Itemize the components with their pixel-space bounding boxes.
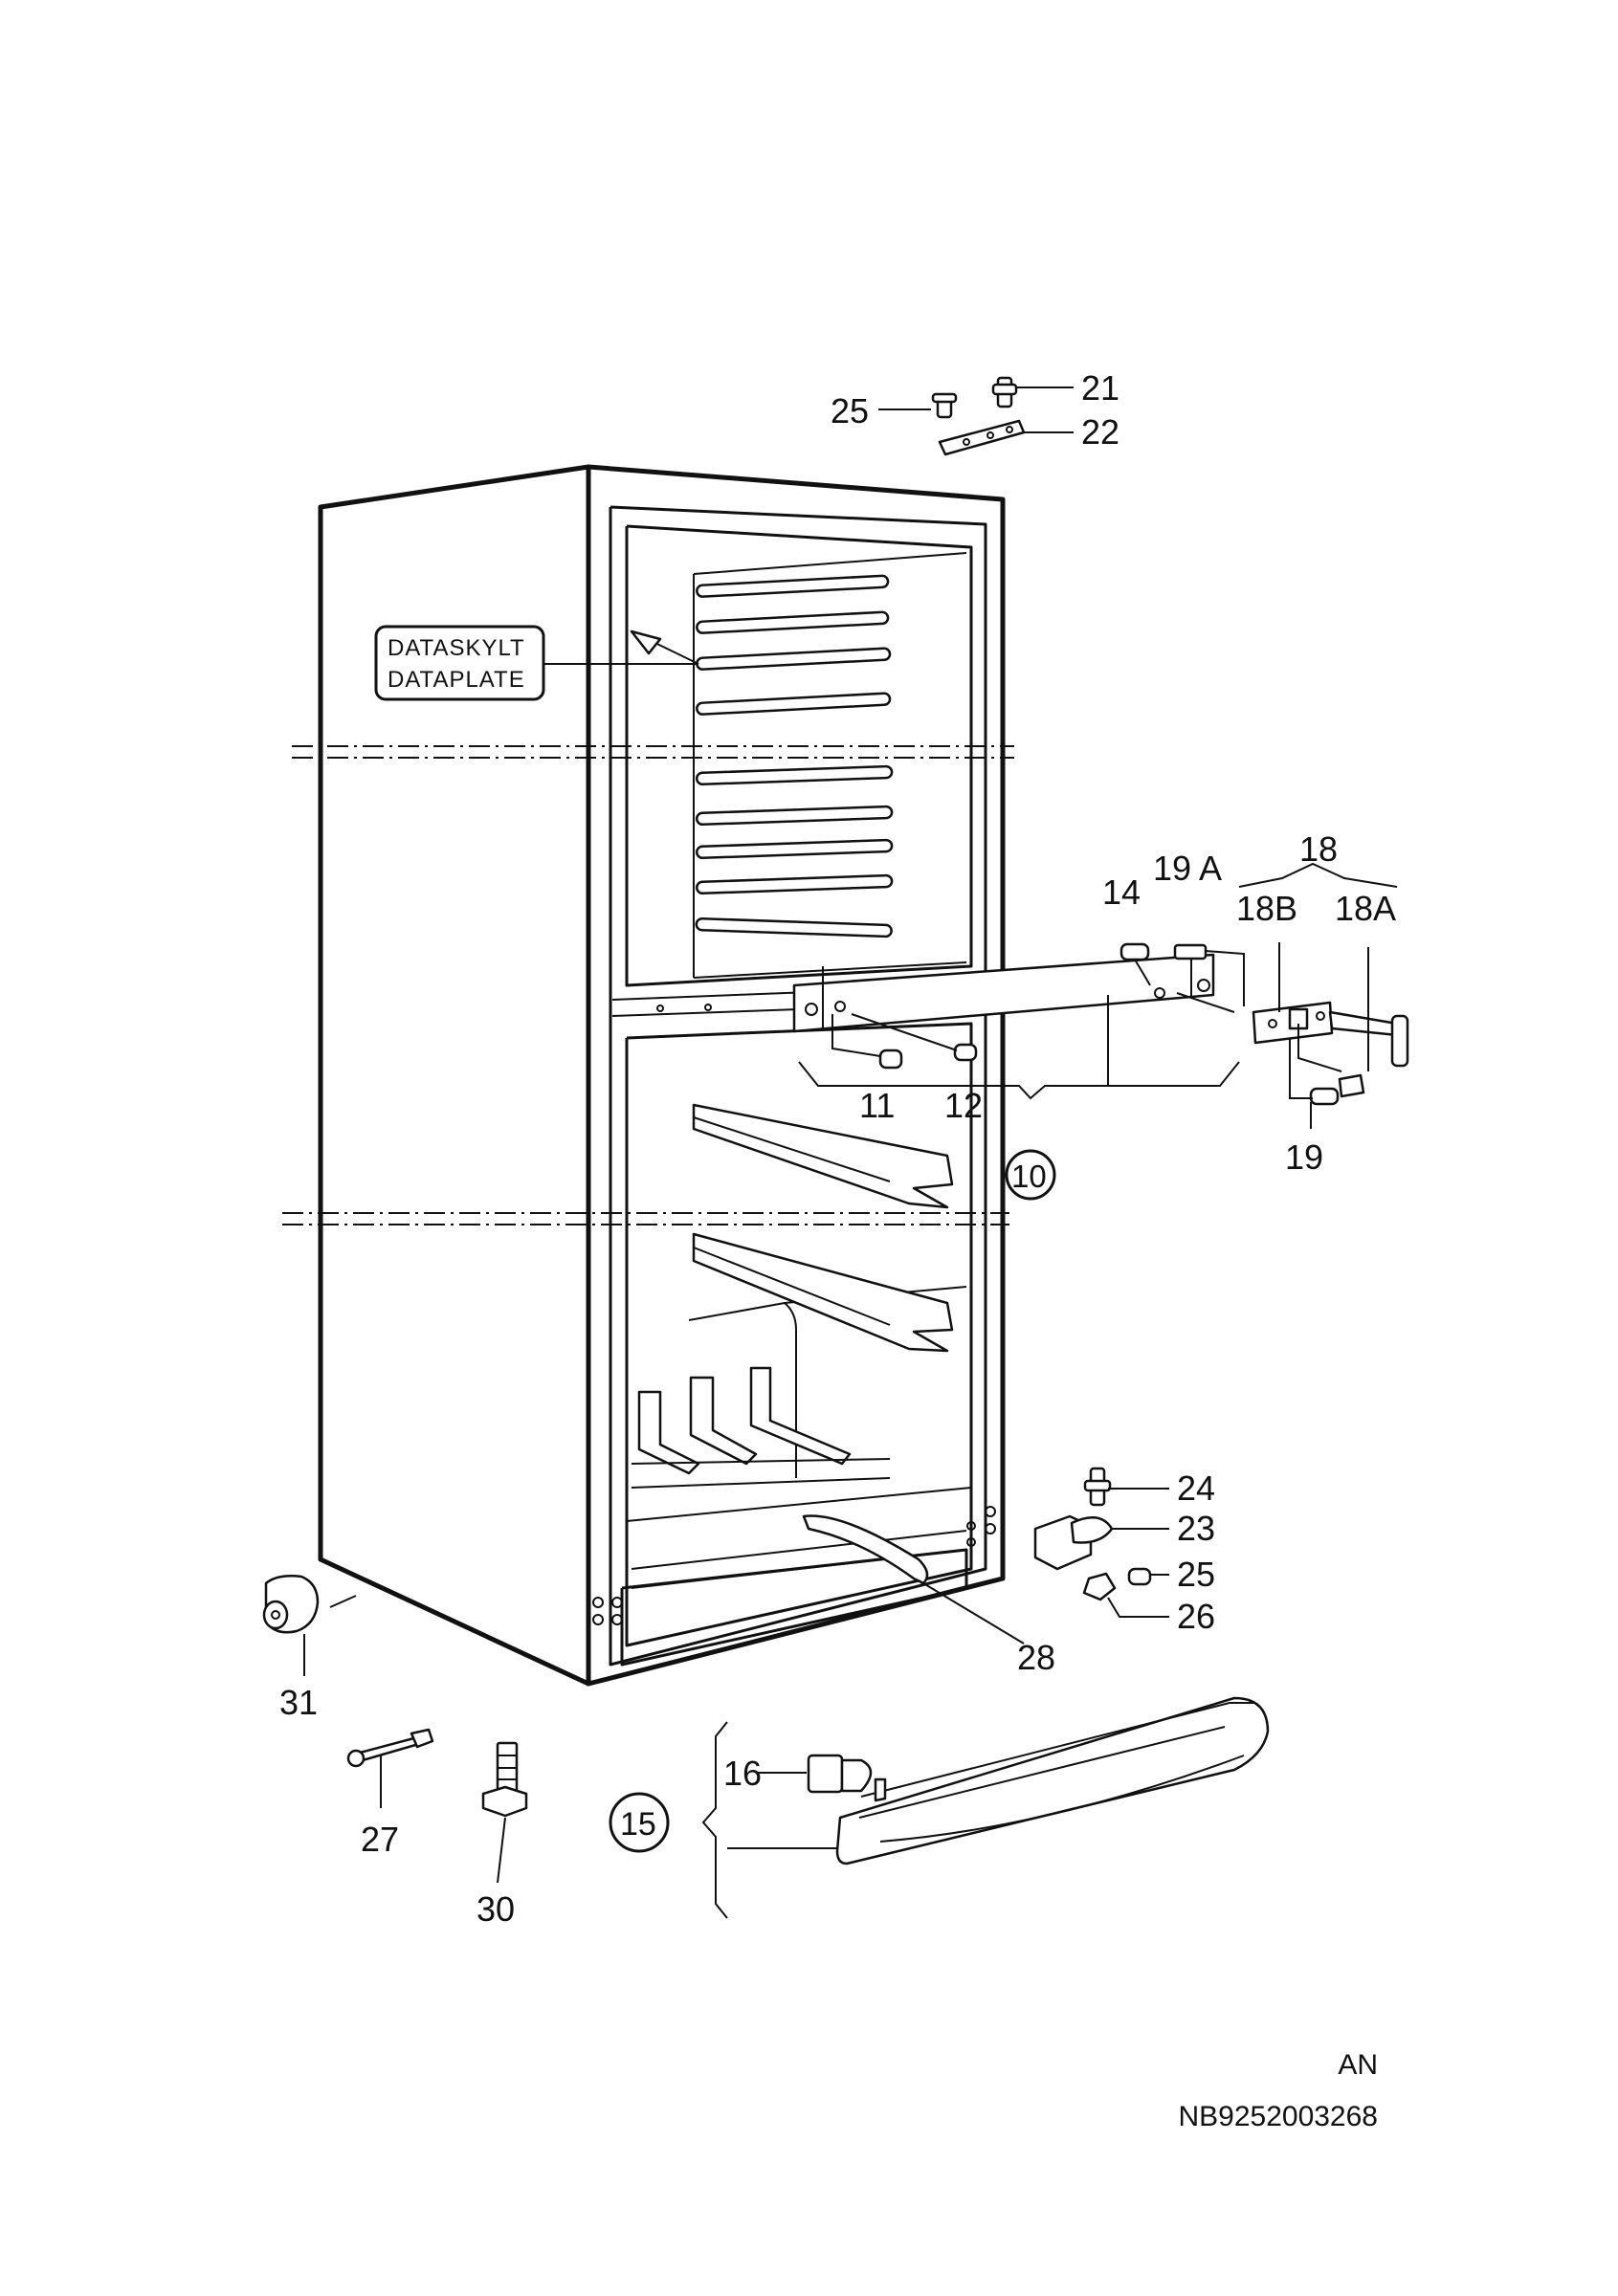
plate-line-2: DATAPLATE bbox=[388, 667, 525, 693]
label-23: 23 bbox=[1177, 1509, 1215, 1548]
label-21: 21 bbox=[1081, 368, 1119, 408]
lower-hinge-parts bbox=[1033, 1467, 1169, 1618]
foot-31 bbox=[262, 1575, 357, 1676]
label-18a: 18A bbox=[1335, 889, 1396, 928]
plate-line-1: DATASKYLT bbox=[388, 635, 525, 661]
label-24: 24 bbox=[1177, 1468, 1215, 1508]
hinge-18-assembly bbox=[1238, 862, 1409, 1129]
hinge-bar-assembly: 10 bbox=[792, 942, 1245, 1201]
label-28: 28 bbox=[1017, 1638, 1055, 1677]
label-30: 30 bbox=[477, 1889, 515, 1929]
label-16: 16 bbox=[723, 1754, 762, 1793]
label-22: 22 bbox=[1081, 412, 1119, 452]
part-number-labels: 25 21 22 18 19 A 18B 18A 14 11 12 19 24 … bbox=[279, 368, 1396, 1929]
crisper-handle-28 bbox=[802, 1514, 1025, 1645]
label-11: 11 bbox=[859, 1086, 895, 1125]
freezer-shelf-rails bbox=[695, 574, 894, 938]
label-18b: 18B bbox=[1236, 889, 1297, 928]
top-hinge-parts bbox=[878, 376, 1074, 456]
label-31: 31 bbox=[279, 1683, 318, 1722]
adjustable-foot-30 bbox=[481, 1741, 528, 1884]
label-10: 10 bbox=[1011, 1159, 1047, 1194]
label-19a: 19 A bbox=[1153, 849, 1222, 888]
door-trim-assembly: 15 bbox=[609, 1696, 1270, 1919]
label-18: 18 bbox=[1299, 829, 1338, 869]
label-26: 26 bbox=[1177, 1597, 1215, 1636]
label-27: 27 bbox=[361, 1820, 399, 1859]
label-15: 15 bbox=[620, 1806, 656, 1843]
label-25-bottom: 25 bbox=[1177, 1555, 1215, 1594]
fridge-shelf-supports bbox=[631, 1103, 954, 1489]
label-12: 12 bbox=[944, 1086, 983, 1125]
label-19: 19 bbox=[1285, 1137, 1323, 1177]
footer-code-number: NB9252003268 bbox=[1178, 2101, 1378, 2132]
rating-plate-callout: DATASKYLT DATAPLATE bbox=[374, 625, 699, 701]
wrench-27 bbox=[346, 1728, 434, 1808]
label-25-top: 25 bbox=[831, 391, 869, 430]
footer-code-an: AN bbox=[1338, 2049, 1378, 2081]
label-14: 14 bbox=[1102, 872, 1141, 912]
